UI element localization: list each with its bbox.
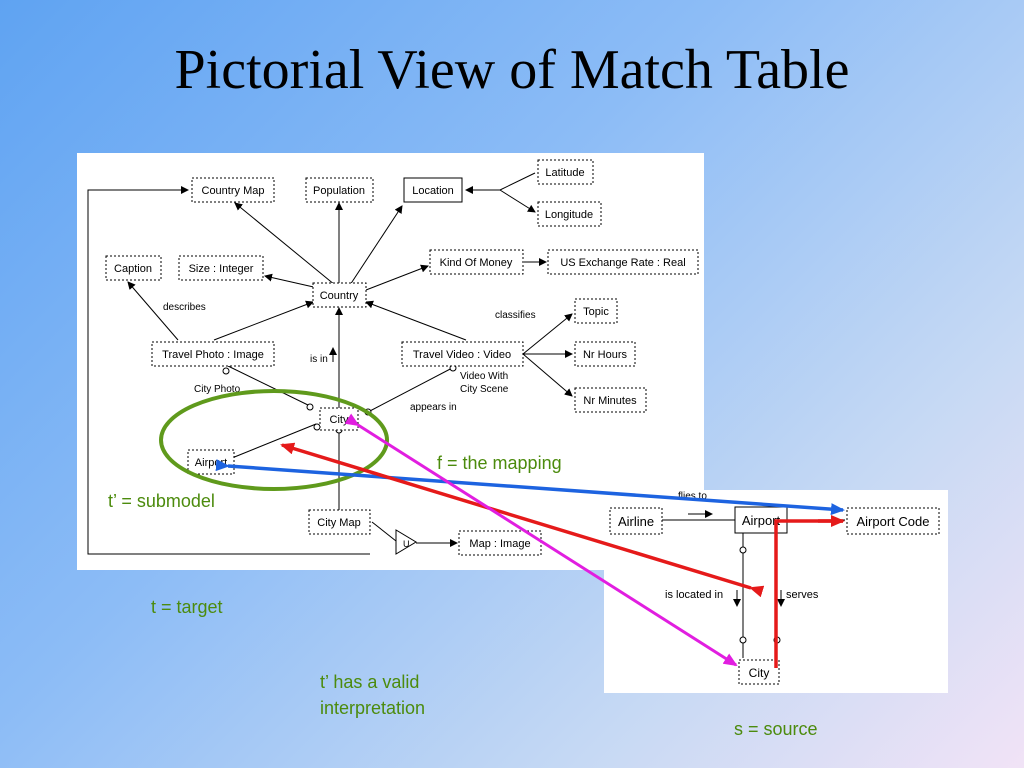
target-edge-labels: describes classifies is in City Photo Vi… (163, 302, 536, 413)
node-us-exchange-rate (547, 249, 699, 275)
node-country-map (191, 177, 275, 203)
node-city-map-label: City Map (317, 517, 360, 529)
note-source: s = source (734, 719, 818, 739)
node-country-label: Country (320, 290, 359, 302)
note-target: t = target (151, 597, 223, 617)
label-city-photo: City Photo (194, 384, 241, 395)
node-topic (574, 298, 618, 324)
label-is-in: is in (310, 354, 328, 365)
node-travel-video-label: Travel Video : Video (413, 349, 511, 361)
node-caption (105, 255, 162, 281)
generalization-triangle-icon: U (395, 529, 417, 555)
note-mapping: f = the mapping (437, 453, 562, 473)
src-node-airport-code (846, 507, 940, 535)
node-nr-hours-label: Nr Hours (583, 349, 628, 361)
node-airport-label: Airport (195, 457, 227, 469)
label-appears-in: appears in (410, 402, 457, 413)
src-node-airline-label: Airline (618, 514, 654, 529)
note-submodel: t’ = submodel (108, 491, 215, 511)
svg-text:U: U (403, 539, 410, 549)
node-longitude-label: Longitude (545, 209, 593, 221)
node-topic-label: Topic (583, 306, 609, 318)
node-country (312, 282, 367, 308)
label-city-scene: City Scene (460, 384, 509, 395)
node-us-exchange-rate-label: US Exchange Rate : Real (560, 257, 685, 269)
source-participation-circles (739, 546, 781, 644)
node-longitude (537, 201, 602, 227)
node-kind-of-money-label: Kind Of Money (440, 257, 513, 269)
node-nr-minutes-label: Nr Minutes (583, 395, 637, 407)
src-node-city (738, 659, 780, 685)
note-valid-line2: interpretation (320, 698, 426, 718)
label-classifies: classifies (495, 310, 536, 321)
label-video-with: Video With (460, 371, 508, 382)
node-kind-of-money (429, 249, 524, 275)
node-travel-video (401, 341, 524, 367)
slide-title: Pictorial View of Match Table (174, 39, 850, 101)
src-node-city-label: City (749, 666, 770, 680)
node-population (305, 177, 374, 203)
node-caption-label: Caption (114, 263, 152, 275)
note-valid-line1: t’ has a valid (320, 672, 420, 692)
target-edges (87, 172, 573, 555)
src-node-airport-code-label: Airport Code (857, 514, 930, 529)
node-population-label: Population (313, 185, 365, 197)
node-latitude-label: Latitude (545, 167, 584, 179)
node-map-image-label: Map : Image (469, 538, 530, 550)
source-edges (659, 510, 845, 658)
node-location-label: Location (412, 185, 454, 197)
node-travel-photo-label: Travel Photo : Image (162, 349, 264, 361)
node-country-map-label: Country Map (202, 185, 265, 197)
label-describes: describes (163, 302, 206, 313)
src-label-serves: serves (786, 589, 819, 601)
node-latitude (537, 159, 594, 185)
node-nr-hours (574, 341, 636, 367)
node-size (178, 255, 264, 281)
node-city-label: City (330, 414, 349, 426)
mapping-arrow-magenta (344, 413, 738, 667)
src-label-is-located-in: is located in (665, 589, 723, 601)
node-location (403, 177, 463, 203)
node-size-label: Size : Integer (189, 263, 254, 275)
node-nr-minutes (574, 387, 647, 413)
node-travel-photo (151, 341, 275, 367)
